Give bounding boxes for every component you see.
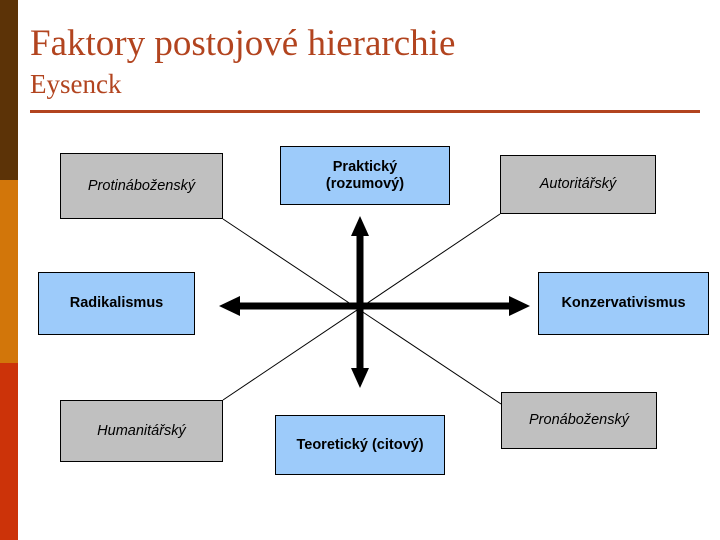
node-radikalismus-label: Radikalismus	[69, 295, 164, 311]
node-teoreticky-citovy[interactable]: Teoretický (citový)	[275, 415, 445, 475]
node-autoritarsky-label: Autoritářský	[539, 176, 617, 192]
node-prakticky-rozumovy[interactable]: Praktický (rozumový)	[280, 146, 450, 205]
node-radikalismus[interactable]: Radikalismus	[38, 272, 195, 335]
node-autoritarsky[interactable]: Autoritářský	[500, 155, 656, 214]
sidebar-band-red-orange	[0, 363, 18, 540]
sidebar-band-orange	[0, 180, 18, 363]
page-title: Faktory postojové hierarchie	[30, 23, 456, 64]
horizontal-axis-arrow	[219, 296, 530, 316]
node-teoreticky-label: Teoretický (citový)	[296, 436, 424, 453]
node-pronabozensky-label: Pronáboženský	[529, 412, 629, 428]
vertical-axis-arrow	[351, 216, 369, 388]
sidebar-band-dark-brown	[0, 0, 18, 180]
title-divider	[30, 110, 700, 113]
title-block: Faktory postojové hierarchie Eysenck	[30, 22, 700, 100]
node-protinabozensky[interactable]: Protináboženský	[60, 153, 223, 219]
page-subtitle: Eysenck	[30, 69, 122, 99]
sidebar-color-bands	[0, 0, 18, 540]
node-humanitarsky-label: Humanitářský	[97, 422, 186, 439]
node-protinabozensky-label: Protináboženský	[87, 177, 196, 194]
node-konzervativismus-label: Konzervativismus	[561, 295, 686, 311]
node-prakticky-label-line2: (rozumový)	[325, 175, 405, 192]
node-prakticky-label-line1: Praktický	[332, 158, 398, 175]
node-pronabozensky[interactable]: Pronáboženský	[501, 392, 657, 449]
node-konzervativismus[interactable]: Konzervativismus	[538, 272, 709, 335]
node-humanitarsky[interactable]: Humanitářský	[60, 400, 223, 462]
